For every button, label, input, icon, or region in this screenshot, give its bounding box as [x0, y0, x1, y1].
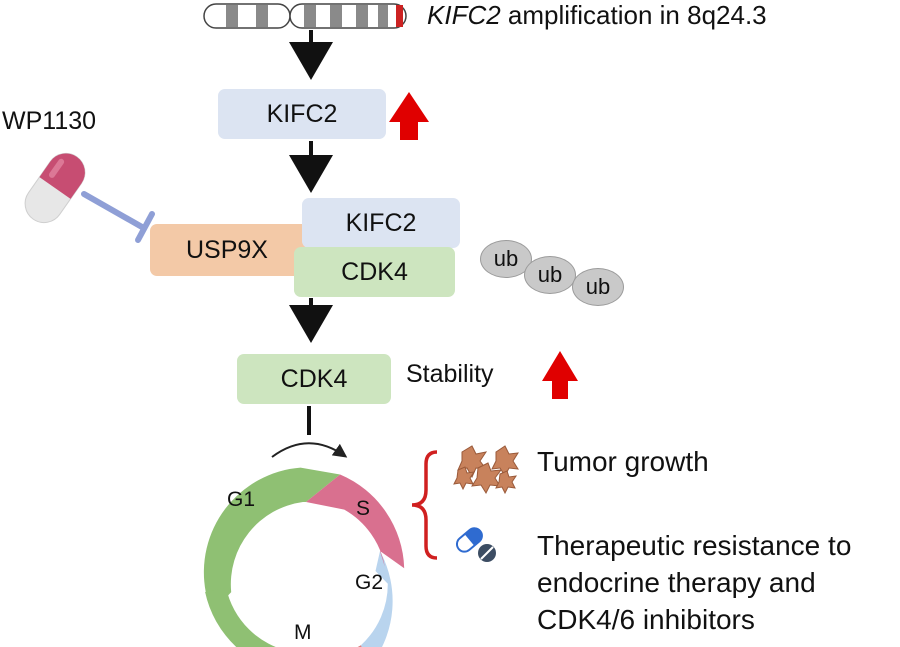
phase-s-label: S — [356, 497, 371, 520]
amplification-text: amplification in 8q24.3 — [500, 0, 767, 30]
usp9x-node-label: USP9X — [186, 235, 268, 264]
cdk4-node: CDK4 — [237, 354, 391, 404]
drug-label: WP1130 — [2, 107, 97, 135]
resistance-line: CDK4/6 inhibitors — [537, 604, 755, 635]
ubiquitin-oval: ub — [572, 268, 624, 306]
phase-g2-label: G2 — [355, 571, 384, 594]
kifc2-node-label: KIFC2 — [266, 99, 338, 128]
kifc2-complex-node: KIFC2 — [302, 198, 460, 248]
medicine-pills-icon — [455, 527, 496, 562]
arrow-complex-to-cdk4 — [289, 298, 333, 343]
inhibition-line — [81, 191, 155, 243]
ubiquitin-label: ub — [585, 274, 611, 299]
capsule-icon — [24, 152, 86, 224]
phase-m-label: M — [294, 621, 312, 644]
ubiquitin-label: ub — [493, 246, 519, 271]
outcome-bracket — [411, 450, 438, 560]
cdk4-complex-node: CDK4 — [294, 247, 455, 297]
phase-g1-label: G1 — [227, 488, 256, 511]
kifc2-node: KIFC2 — [218, 89, 386, 139]
arrow-kifc2-to-complex — [289, 141, 333, 193]
amplification-label: KIFC2 amplification in 8q24.3 — [427, 0, 767, 31]
tumor-cells-icon — [453, 445, 519, 495]
cdk4-node-label: CDK4 — [280, 364, 348, 393]
ubiquitin-label: ub — [537, 262, 563, 287]
cycle-direction-arrow — [271, 442, 348, 458]
stability-up-arrow-icon — [542, 351, 578, 399]
upregulation-arrow-icon — [389, 92, 429, 140]
kifc2-complex-label: KIFC2 — [345, 208, 417, 237]
arrow-chromosome-to-kifc2 — [289, 30, 333, 80]
ubiquitin-oval: ub — [480, 240, 532, 278]
cdk4-complex-label: CDK4 — [341, 257, 408, 286]
gene-name-italic: KIFC2 — [427, 0, 501, 30]
chromosome-icon — [203, 3, 407, 29]
tumor-growth-label: Tumor growth — [537, 446, 709, 477]
ubiquitin-oval: ub — [524, 256, 576, 294]
stability-label: Stability — [406, 360, 494, 388]
resistance-line: Therapeutic resistance to — [537, 530, 852, 561]
resistance-line: endocrine therapy and — [537, 567, 816, 598]
resistance-label: Therapeutic resistance to endocrine ther… — [537, 527, 851, 638]
